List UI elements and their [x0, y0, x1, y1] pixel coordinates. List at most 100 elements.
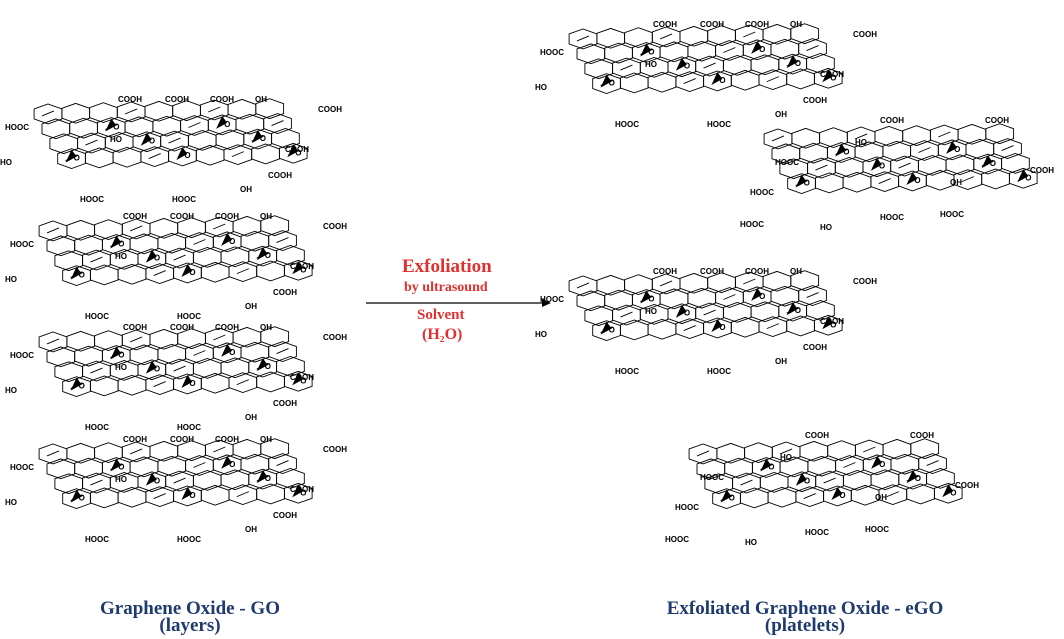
benzene-ring [854, 439, 884, 461]
double-bond [46, 450, 60, 457]
double-bond [803, 493, 816, 500]
benzene-ring [806, 300, 835, 321]
hydroxyl-label: OH [775, 110, 787, 119]
benzene-ring [260, 215, 290, 237]
double-bond [213, 223, 226, 230]
benzene-ring [82, 360, 111, 382]
carboxyl-label: COOH [820, 70, 844, 79]
double-bond [854, 133, 868, 140]
benzene-ring [82, 472, 111, 494]
hydroxyl-label: OH [790, 267, 802, 276]
benzene-ring [786, 68, 815, 90]
benzene-ring [798, 38, 827, 59]
benzene-ring [121, 218, 151, 240]
epoxide-label: O [118, 240, 124, 249]
epoxide-label: O [118, 351, 124, 360]
carboxyl-label: HOOC [707, 120, 731, 129]
benzene-ring [276, 245, 305, 266]
carboxyl-label: COOH [118, 95, 142, 104]
benzene-ring [584, 58, 614, 80]
benzene-ring [66, 442, 96, 464]
carboxyl-label: COOH [318, 105, 342, 114]
double-bond [843, 462, 856, 468]
benzene-ring [89, 102, 118, 123]
benzene-ring [129, 456, 159, 478]
benzene-ring [651, 273, 681, 295]
carboxyl-label: COOH [273, 511, 297, 520]
benzene-ring [957, 123, 987, 145]
benzene-ring [215, 129, 245, 151]
epoxide-wedge [786, 302, 798, 316]
epoxide-label: O [265, 251, 271, 260]
double-bond [806, 292, 819, 298]
epoxide-label: O [719, 323, 725, 332]
carboxyl-label: HOOC [177, 535, 201, 544]
epoxide-wedge [70, 266, 82, 280]
epoxide-label: O [79, 382, 85, 391]
epoxide-label: O [1025, 173, 1031, 182]
benzene-ring [834, 157, 864, 178]
carboxyl-label: COOH [290, 262, 314, 271]
carboxyl-label: COOH [820, 317, 844, 326]
epoxide-label: O [759, 45, 765, 54]
double-bond [153, 270, 166, 277]
benzene-ring [61, 102, 91, 124]
hydroxyl-label: OH [245, 413, 257, 422]
benzene-ring [798, 285, 827, 306]
benzene-ring [1001, 153, 1030, 174]
epoxide-label: O [189, 379, 195, 388]
epoxide-wedge [751, 40, 763, 54]
benzene-ring [255, 98, 285, 120]
go-caption-title: Graphene Oxide - GO [100, 598, 280, 619]
benzene-ring [807, 157, 836, 179]
carboxyl-label: HOOC [615, 120, 639, 129]
double-bond [148, 153, 161, 160]
double-bond [918, 147, 931, 153]
epoxide-label: O [295, 148, 301, 157]
epoxide-label: O [914, 176, 920, 185]
epoxide-wedge [795, 472, 807, 486]
epoxide-wedge [711, 318, 723, 332]
benzene-ring [117, 486, 147, 508]
carboxyl-label: HOOC [177, 312, 201, 321]
double-bond [173, 254, 186, 261]
benzene-ring [260, 326, 290, 348]
epoxide-wedge [822, 316, 834, 330]
double-bond [723, 47, 736, 53]
hydroxyl-label: OH [260, 212, 272, 221]
benzene-ring [144, 100, 174, 122]
benzene-ring [46, 235, 76, 257]
benzene-ring [260, 438, 290, 460]
benzene-ring [129, 344, 159, 366]
epoxide-wedge [181, 486, 193, 500]
benzene-ring [116, 101, 146, 123]
carboxyl-label: COOH [745, 20, 769, 29]
epoxide-wedge [287, 144, 299, 158]
benzene-ring [799, 142, 828, 164]
double-bond [926, 460, 939, 466]
epoxide-wedge [145, 249, 157, 263]
epoxide-label: O [79, 494, 85, 503]
benzene-ring [874, 125, 904, 147]
benzene-ring [715, 40, 744, 61]
double-bond [898, 162, 911, 169]
double-bond [85, 139, 98, 146]
benzene-ring [814, 172, 844, 194]
epoxide-wedge [870, 157, 882, 171]
benzene-ring [906, 483, 935, 505]
benzene-ring [84, 147, 114, 169]
benzene-ring [679, 25, 709, 47]
benzene-ring [271, 128, 300, 149]
benzene-ring [268, 453, 297, 474]
carboxyl-label: HOOC [675, 503, 699, 512]
carboxyl-label: COOH [323, 445, 347, 454]
carboxyl-label: COOH [123, 435, 147, 444]
double-bond [806, 45, 819, 51]
benzene-ring [74, 457, 103, 479]
epoxide-label: O [609, 79, 615, 88]
benzene-ring [149, 217, 179, 239]
carbon-lattice [568, 23, 843, 94]
